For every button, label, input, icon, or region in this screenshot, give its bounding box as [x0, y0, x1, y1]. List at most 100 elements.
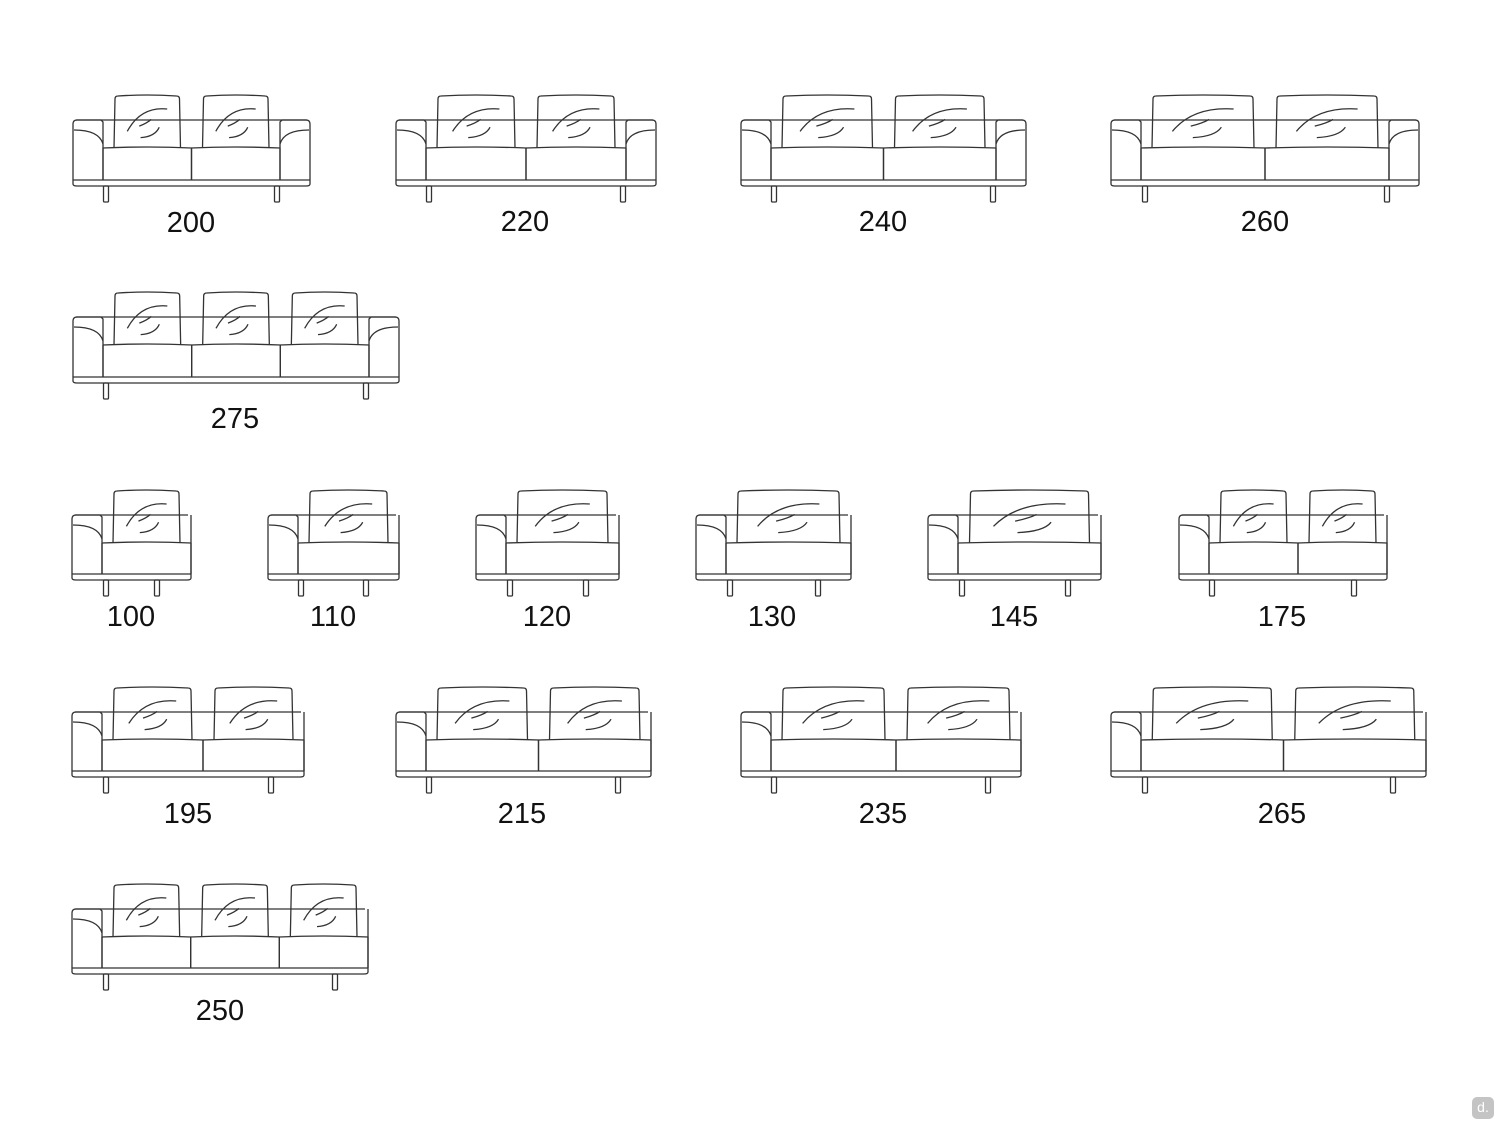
- sofa-right-arm: [995, 119, 1027, 180]
- cushion-crease: [534, 503, 590, 527]
- back-cushion: [1151, 94, 1255, 149]
- sofa-leg: [958, 579, 966, 597]
- cushion-crease: [139, 521, 160, 534]
- sofa-right-arm-curve: [1388, 129, 1419, 145]
- sofa-size-label: 220: [500, 206, 550, 238]
- sofa-left-arm-curve: [741, 129, 772, 145]
- back-cushion: [201, 94, 270, 149]
- cushion-crease: [125, 503, 167, 527]
- sofa-size-label: 235: [858, 798, 908, 830]
- sofa-base: [927, 573, 1102, 581]
- seat-cushion: [278, 935, 369, 968]
- cushion-crease: [229, 323, 249, 336]
- sofa-size-label: 175: [1257, 601, 1307, 633]
- sofa-leg: [770, 185, 778, 203]
- cushion-crease: [140, 323, 160, 336]
- seat-cushion: [102, 146, 193, 180]
- sofa-base: [71, 573, 192, 581]
- sofa-size-label: 195: [163, 798, 213, 830]
- seat-cushion: [1208, 541, 1299, 574]
- sofa-175: [1178, 489, 1388, 597]
- cushion-crease: [551, 513, 569, 522]
- back-cushion: [1308, 489, 1377, 544]
- sofa-size-label: 215: [497, 798, 547, 830]
- seat-cushion: [190, 146, 281, 180]
- sofa-size-label: 260: [1240, 206, 1290, 238]
- seat-cushion: [1264, 146, 1390, 180]
- sofa-base: [72, 376, 400, 384]
- sofa-leg: [362, 382, 370, 400]
- sofa-left-arm: [71, 908, 103, 968]
- cushion-crease: [215, 305, 257, 329]
- cushion-crease: [125, 897, 167, 921]
- cushion-crease: [1335, 521, 1356, 534]
- sofa-left-arm: [72, 316, 104, 377]
- sofa-left-arm-curve: [476, 524, 507, 540]
- sofa-base: [475, 573, 620, 581]
- cushion-crease: [583, 710, 601, 719]
- sofa-left-arm: [1110, 711, 1142, 771]
- sofa-left-arm: [267, 514, 299, 574]
- seat-cushion: [1140, 146, 1266, 180]
- sofa-leg: [153, 579, 161, 597]
- sofa-leg: [1389, 776, 1397, 794]
- cushion-crease: [1340, 710, 1363, 719]
- sofa-right-arm: [625, 119, 657, 180]
- sofa-left-arm-curve: [928, 524, 959, 540]
- sofa-left-arm-curve: [741, 721, 772, 737]
- seat-cushion: [1282, 738, 1427, 771]
- seat-cushion: [425, 738, 540, 771]
- cushion-crease: [567, 700, 622, 724]
- seat-cushion: [895, 738, 1022, 771]
- back-cushion: [289, 883, 358, 938]
- cushion-crease: [1232, 503, 1274, 527]
- seat-cushion: [525, 146, 627, 180]
- sofa-240: [740, 94, 1027, 203]
- back-cushion: [516, 489, 609, 544]
- sofa-left-arm-curve: [72, 721, 103, 737]
- cushion-crease: [338, 513, 354, 522]
- sofa-leg: [102, 382, 110, 400]
- sofa-size-label: 120: [522, 601, 572, 633]
- cushion-crease: [820, 710, 841, 719]
- sofa-left-arm: [395, 711, 427, 771]
- back-cushion: [1151, 686, 1273, 741]
- cushion-crease: [928, 118, 946, 127]
- cushion-crease: [1017, 521, 1052, 534]
- sofa-leg: [1208, 579, 1216, 597]
- sofa-110: [267, 489, 400, 597]
- sofa-base: [695, 573, 852, 581]
- back-cushion: [113, 94, 182, 149]
- sofa-275: [72, 291, 400, 400]
- sofa-right-arm: [279, 119, 311, 180]
- back-cushion: [113, 291, 182, 346]
- sofa-size-label: 240: [858, 206, 908, 238]
- seat-cushion: [202, 738, 305, 771]
- cushion-crease: [140, 126, 160, 139]
- seat-cushion: [957, 541, 1102, 574]
- cushion-crease: [1318, 700, 1391, 724]
- sofa-size-label: 110: [309, 601, 357, 633]
- cushion-crease: [1190, 118, 1210, 127]
- seat-cushion: [101, 935, 192, 968]
- cushion-crease: [229, 700, 278, 724]
- cushion-crease: [1246, 521, 1267, 534]
- cushion-crease: [324, 503, 373, 527]
- sofa-right-arm: [368, 316, 400, 377]
- back-cushion: [1219, 489, 1288, 544]
- cushion-crease: [823, 718, 853, 731]
- sofa-left-arm-curve: [72, 918, 103, 934]
- cushion-crease: [466, 118, 482, 127]
- sofa-left-arm: [1178, 514, 1210, 574]
- cushion-crease: [566, 118, 582, 127]
- cushion-crease: [227, 315, 241, 324]
- cushion-crease: [1316, 126, 1346, 139]
- sofa-130: [695, 489, 852, 597]
- cushion-crease: [799, 108, 855, 132]
- sofa-size-label: 250: [195, 995, 245, 1027]
- cushion-crease: [128, 700, 177, 724]
- back-cushion: [1294, 686, 1416, 741]
- back-cushion: [781, 94, 874, 149]
- sofa-leg: [297, 579, 305, 597]
